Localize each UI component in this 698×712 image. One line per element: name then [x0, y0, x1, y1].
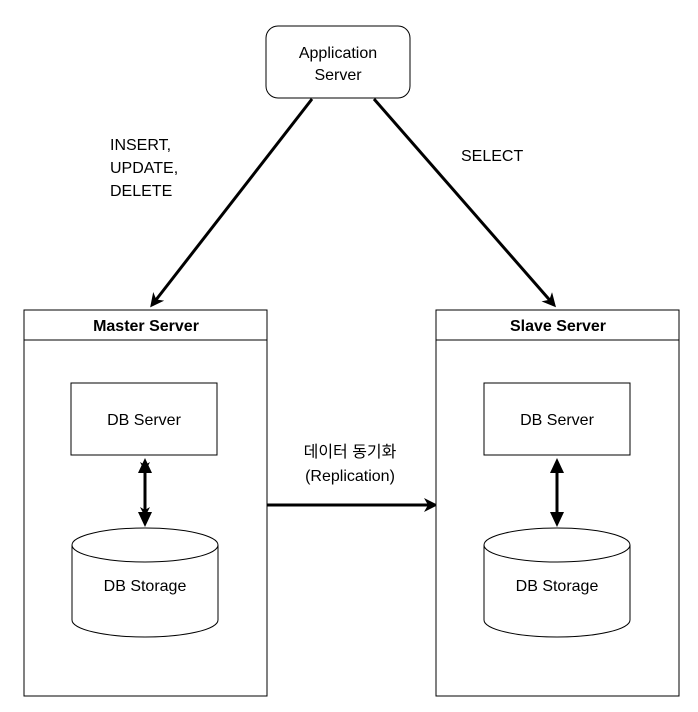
replication-label-line1: 데이터 동기화: [304, 443, 397, 461]
replication-label-line2: (Replication): [305, 468, 395, 485]
write-op-insert: INSERT,: [110, 137, 171, 154]
slave-server-title: Slave Server: [510, 318, 606, 335]
master-db-server-label: DB Server: [107, 412, 181, 429]
slave-server-container: Slave Server DB Server DB Storage: [435, 309, 680, 697]
replication-label: 데이터 동기화 (Replication): [304, 443, 397, 485]
write-op-delete: DELETE: [110, 183, 172, 200]
master-server-title: Master Server: [93, 318, 199, 335]
slave-db-server-node: DB Server: [483, 382, 631, 456]
write-op-update: UPDATE,: [110, 160, 178, 177]
slave-db-server-label: DB Server: [520, 412, 594, 429]
master-db-storage-label: DB Storage: [104, 578, 187, 595]
application-server-node: Application Server: [265, 25, 411, 99]
read-arrow: [372, 98, 556, 308]
write-operations-label: INSERT, UPDATE, DELETE: [110, 137, 178, 200]
application-server-label-line2: Server: [314, 67, 362, 84]
slave-db-storage-label: DB Storage: [516, 578, 599, 595]
master-db-server-node: DB Server: [70, 382, 218, 456]
application-server-label-line1: Application: [299, 45, 377, 62]
master-server-container: Master Server DB Server DB Storage: [23, 309, 268, 697]
write-arrow: [150, 98, 314, 308]
slave-db-storage-node: DB Storage: [483, 527, 631, 638]
read-operations-label: SELECT: [461, 148, 523, 165]
master-db-storage-node: DB Storage: [71, 527, 219, 638]
